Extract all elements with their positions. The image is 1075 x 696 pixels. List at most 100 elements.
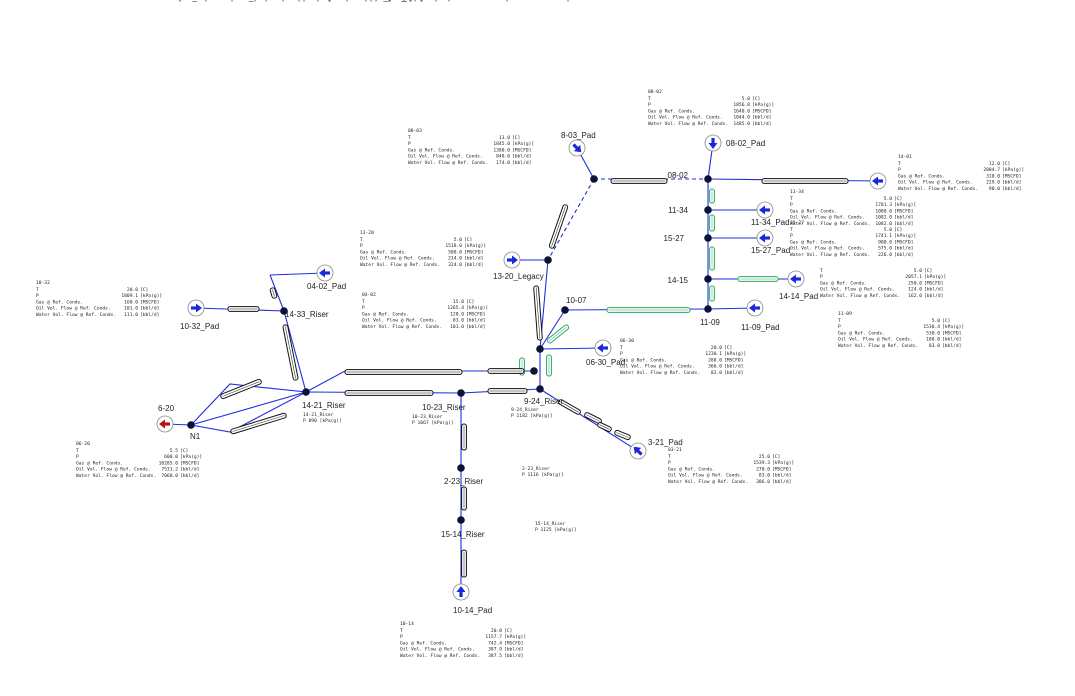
- table-row-unit: [bbl/d]: [894, 215, 913, 221]
- table-row-value: 1157.7: [485, 634, 502, 640]
- source-icon[interactable]: [452, 583, 470, 601]
- pipe-pipe21[interactable]: [709, 285, 715, 302]
- pipe-pipe5_1[interactable]: [487, 368, 525, 374]
- pipe-pipe15[interactable]: [461, 486, 467, 511]
- table-row-value: 10285.0: [159, 460, 179, 466]
- source-icon[interactable]: [316, 264, 334, 282]
- source-icon[interactable]: [594, 339, 612, 357]
- source-label: 10-14_Pad: [453, 606, 492, 615]
- pipe-label: Pipe2: [247, 0, 268, 2]
- table-row-value: 5.0: [932, 318, 941, 324]
- table-row-value: 900.0: [878, 239, 892, 245]
- node-label: 15-14_Riser: [441, 530, 485, 539]
- table-row-name: T: [362, 299, 365, 305]
- source-icon[interactable]: [756, 229, 774, 247]
- source-icon[interactable]: [568, 139, 586, 157]
- pipe-label: Pipe11: [414, 0, 439, 2]
- pipe-pipe22[interactable]: [737, 276, 779, 282]
- pipe-label: Pipe1: [172, 0, 193, 2]
- table-row-value: 83.0: [759, 473, 770, 479]
- source-icon[interactable]: [704, 134, 722, 152]
- junction-node[interactable]: [457, 389, 465, 397]
- pipe-pipe10[interactable]: [614, 429, 631, 441]
- svg-text:14-21_Riser: 14-21_Riser: [303, 412, 334, 418]
- pipe-pipe16[interactable]: [461, 423, 467, 451]
- table-row-unit: [C]: [894, 196, 902, 202]
- pipe-pipe9[interactable]: [606, 307, 691, 313]
- junction-node[interactable]: [704, 305, 712, 313]
- table-row-name: Gas @ Ref. Conds.: [36, 299, 83, 305]
- pipe-segments: [220, 178, 849, 578]
- table-row-unit: [C]: [504, 628, 512, 634]
- pipe-pipe19[interactable]: [282, 324, 299, 381]
- junction-node[interactable]: [704, 275, 712, 283]
- sink-icon[interactable]: [156, 415, 174, 433]
- pipe-pipe6_1[interactable]: [344, 369, 463, 375]
- node-label: 14-21_Riser: [302, 401, 346, 410]
- table-row-value: 20.0: [127, 287, 138, 293]
- pipe-pipe3[interactable]: [533, 285, 543, 341]
- pipe-pipe1_1[interactable]: [610, 178, 668, 184]
- pipe-pipe11[interactable]: [597, 422, 612, 432]
- source-icon[interactable]: [503, 251, 521, 269]
- source-label: 11-09_Pad: [741, 323, 780, 332]
- source-icon[interactable]: [869, 172, 887, 190]
- junction-node[interactable]: [457, 464, 465, 472]
- pipe-pipe13[interactable]: [558, 399, 581, 415]
- pipe-pipe20[interactable]: [269, 287, 278, 299]
- junction-node[interactable]: [561, 306, 569, 314]
- table-row-name: Water Vol. Flow @ Ref. Conds.: [400, 653, 480, 659]
- pipe-pipe14[interactable]: [461, 549, 467, 578]
- pipe-pipe2[interactable]: [548, 204, 569, 249]
- table-row-value: 5.5: [170, 448, 179, 454]
- pipe-pipe24[interactable]: [709, 188, 715, 204]
- pipe-pipe18[interactable]: [227, 306, 260, 312]
- pipe-pipe4[interactable]: [546, 354, 552, 377]
- source-icon[interactable]: [746, 299, 764, 317]
- pipe-pipe5[interactable]: [487, 388, 528, 394]
- junction-node[interactable]: [187, 421, 195, 429]
- junction-node[interactable]: [590, 175, 598, 183]
- table-row-unit: [bbl/d]: [894, 221, 913, 227]
- table-row-name: Gas @ Ref. Conds.: [360, 249, 407, 255]
- pipe-pipe24_1[interactable]: [709, 214, 715, 232]
- source-icon[interactable]: [787, 270, 805, 288]
- junction-node[interactable]: [530, 367, 538, 375]
- table-row-name: Oil Vol. Flow @ Ref. Conds.: [820, 287, 895, 293]
- junction-node[interactable]: [704, 206, 712, 214]
- pipe-pipe6[interactable]: [344, 390, 434, 396]
- pipe-pipe12[interactable]: [584, 412, 602, 424]
- pipe-label: Pipe6_1: [382, 0, 412, 2]
- pipe-pipe7[interactable]: [220, 378, 262, 400]
- table-row-name: P: [360, 243, 363, 249]
- table-row-value: 1380.0: [493, 147, 510, 153]
- junction-node[interactable]: [704, 234, 712, 242]
- junction-node[interactable]: [544, 256, 552, 264]
- table-title: 06-30: [620, 338, 634, 344]
- pipe-pipe8[interactable]: [546, 324, 570, 344]
- table-row-unit: [bbl/d]: [140, 306, 159, 312]
- pipe-label: Pipe7: [382, 0, 403, 2]
- junction-node[interactable]: [536, 385, 544, 393]
- pipe-pipe23[interactable]: [709, 246, 715, 271]
- source-icon[interactable]: [629, 442, 647, 460]
- junction-node[interactable]: [536, 345, 544, 353]
- table-row-name: Water Vol. Flow @ Ref. Conds.: [790, 221, 870, 227]
- junction-node[interactable]: [457, 516, 465, 524]
- source-icon[interactable]: [187, 299, 205, 317]
- pipe-pipe1[interactable]: [761, 178, 849, 184]
- source-label: 6-20: [158, 404, 175, 413]
- junction-node[interactable]: [302, 388, 310, 396]
- table-row-value: 174.0: [496, 160, 510, 166]
- junction-node[interactable]: [280, 307, 288, 315]
- source-icon[interactable]: [756, 201, 774, 219]
- svg-text:9-24_Riser: 9-24_Riser: [511, 407, 539, 413]
- pipe-pipe17[interactable]: [230, 412, 287, 435]
- junction-node[interactable]: [704, 175, 712, 183]
- table-row-value: 180.0: [926, 337, 940, 343]
